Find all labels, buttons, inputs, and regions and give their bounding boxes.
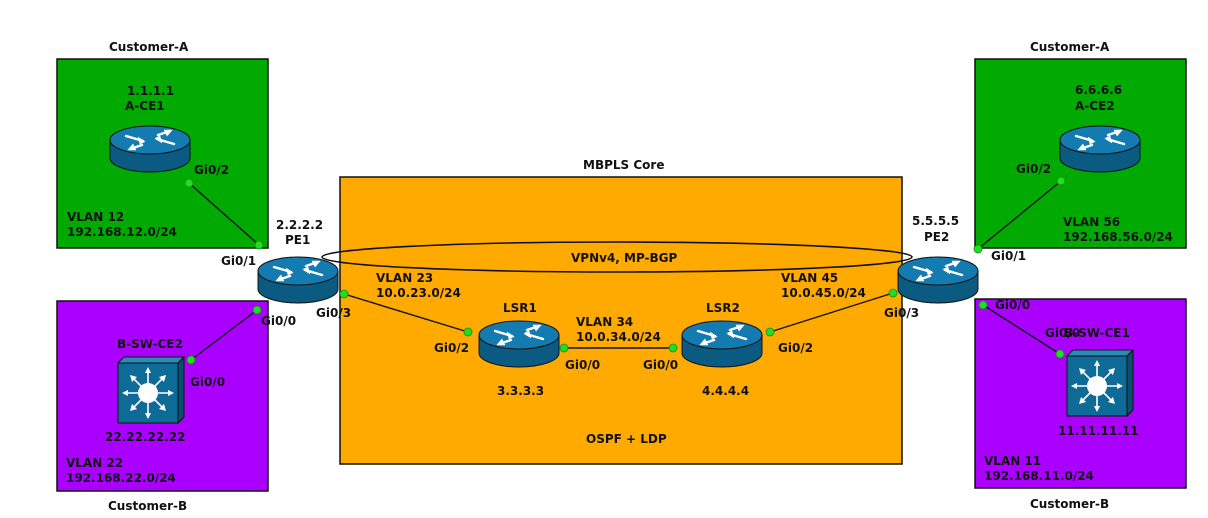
vlan-11-subnet: 192.168.11.0/24	[984, 469, 1094, 483]
vlan-45-label: VLAN 45	[781, 271, 838, 285]
vlan-34-label: VLAN 34	[576, 315, 633, 329]
port-dot	[1055, 349, 1065, 359]
vlan-12-subnet: 192.168.12.0/24	[67, 225, 177, 239]
vpnv4-mp-bgp-overlay	[321, 241, 913, 273]
vlan-56-subnet: 192.168.56.0/24	[1063, 230, 1173, 244]
b-sw-ce1-name: B-SW-CE1	[1064, 326, 1130, 340]
link-b-sw-ce2-pe1	[190, 309, 258, 361]
core-protocols-label: OSPF + LDP	[586, 432, 667, 446]
a-ce2-name: A-CE2	[1075, 99, 1115, 113]
port-dot	[765, 327, 775, 337]
port-label-pe2-gi00: Gi0/0	[995, 298, 1030, 312]
port-label-b-sw-ce2-gi00: Gi0/0	[190, 375, 225, 389]
customer-a-left-title: Customer-A	[109, 40, 189, 54]
a-ce2-router[interactable]	[1058, 124, 1142, 174]
port-label-pe1-gi01: Gi0/1	[221, 254, 256, 268]
pe2-name: PE2	[924, 230, 949, 244]
lsr2-router[interactable]	[680, 319, 764, 369]
link-b-sw-ce1-pe2	[982, 304, 1061, 355]
vlan-56-label: VLAN 56	[1063, 215, 1120, 229]
router-icon	[680, 319, 764, 369]
layer3-switch-icon	[117, 356, 185, 424]
pe2-ip: 5.5.5.5	[912, 214, 959, 228]
port-label-pe2-gi01: Gi0/1	[991, 249, 1026, 263]
vlan-22-subnet: 192.168.22.0/24	[66, 471, 176, 485]
link-pe1-lsr1	[343, 293, 469, 333]
port-label-lsr2-gi02: Gi0/2	[778, 341, 813, 355]
vlan-23-subnet: 10.0.23.0/24	[376, 286, 461, 300]
layer3-switch-icon	[1066, 349, 1134, 417]
customer-b-left-title: Customer-B	[108, 499, 187, 513]
port-dot	[339, 289, 349, 299]
lsr1-ip: 3.3.3.3	[497, 384, 544, 398]
link-lsr2-pe2	[769, 292, 894, 333]
link-a-ce2-pe2	[977, 180, 1062, 250]
port-label-pe1-gi03: Gi0/3	[316, 306, 351, 320]
port-dot	[254, 240, 264, 250]
port-label-lsr1-gi02: Gi0/2	[434, 341, 469, 355]
port-label-a-ce1-gi02: Gi0/2	[194, 163, 229, 177]
b-sw-ce2-ip: 22.22.22.22	[105, 430, 185, 444]
port-dot	[888, 288, 898, 298]
a-ce1-router[interactable]	[108, 124, 192, 174]
port-dot	[184, 178, 194, 188]
port-label-pe2-gi03: Gi0/3	[884, 306, 919, 320]
port-dot	[252, 305, 262, 315]
port-label-b-sw-ce1-gi00: Gi0/0	[1045, 326, 1080, 340]
lsr2-ip: 4.4.4.4	[702, 384, 749, 398]
pe1-ip: 2.2.2.2	[276, 218, 323, 232]
vlan-23-label: VLAN 23	[376, 271, 433, 285]
port-dot	[463, 327, 473, 337]
lsr1-name: LSR1	[503, 301, 537, 315]
router-icon	[477, 319, 561, 369]
link-a-ce1-pe1	[188, 182, 260, 246]
port-label-pe1-gi00: Gi0/0	[261, 314, 296, 328]
router-icon	[256, 255, 340, 305]
customer-a-right-title: Customer-A	[1030, 40, 1110, 54]
router-icon	[1058, 124, 1142, 174]
a-ce1-ip: 1.1.1.1	[127, 84, 174, 98]
b-sw-ce1-switch[interactable]	[1066, 349, 1134, 417]
pe1-router[interactable]	[256, 255, 340, 305]
port-dot	[668, 343, 678, 353]
lsr2-name: LSR2	[706, 301, 740, 315]
b-sw-ce2-name: B-SW-CE2	[117, 337, 183, 351]
port-dot	[1056, 176, 1066, 186]
vlan-12-label: VLAN 12	[67, 210, 124, 224]
port-label-lsr1-gi00: Gi0/0	[565, 358, 600, 372]
router-icon	[108, 124, 192, 174]
vlan-34-subnet: 10.0.34.0/24	[576, 330, 661, 344]
lsr1-router[interactable]	[477, 319, 561, 369]
port-dot	[973, 244, 983, 254]
port-label-lsr2-gi00: Gi0/0	[643, 358, 678, 372]
b-sw-ce1-ip: 11.11.11.11	[1058, 424, 1138, 438]
vlan-11-label: VLAN 11	[984, 454, 1041, 468]
pe1-name: PE1	[285, 233, 310, 247]
vlan-22-label: VLAN 22	[66, 456, 123, 470]
vpnv4-mp-bgp-label: VPNv4, MP-BGP	[571, 251, 678, 265]
a-ce1-name: A-CE1	[125, 99, 165, 113]
router-icon	[896, 255, 980, 305]
port-label-a-ce2-gi02: Gi0/2	[1016, 162, 1051, 176]
b-sw-ce2-switch[interactable]	[117, 356, 185, 424]
customer-b-right-title: Customer-B	[1030, 497, 1109, 511]
port-dot	[186, 355, 196, 365]
core-title: MBPLS Core	[583, 158, 664, 172]
a-ce2-ip: 6.6.6.6	[1075, 83, 1122, 97]
port-dot	[978, 300, 988, 310]
pe2-router[interactable]	[896, 255, 980, 305]
port-dot	[559, 343, 569, 353]
vlan-45-subnet: 10.0.45.0/24	[781, 286, 866, 300]
